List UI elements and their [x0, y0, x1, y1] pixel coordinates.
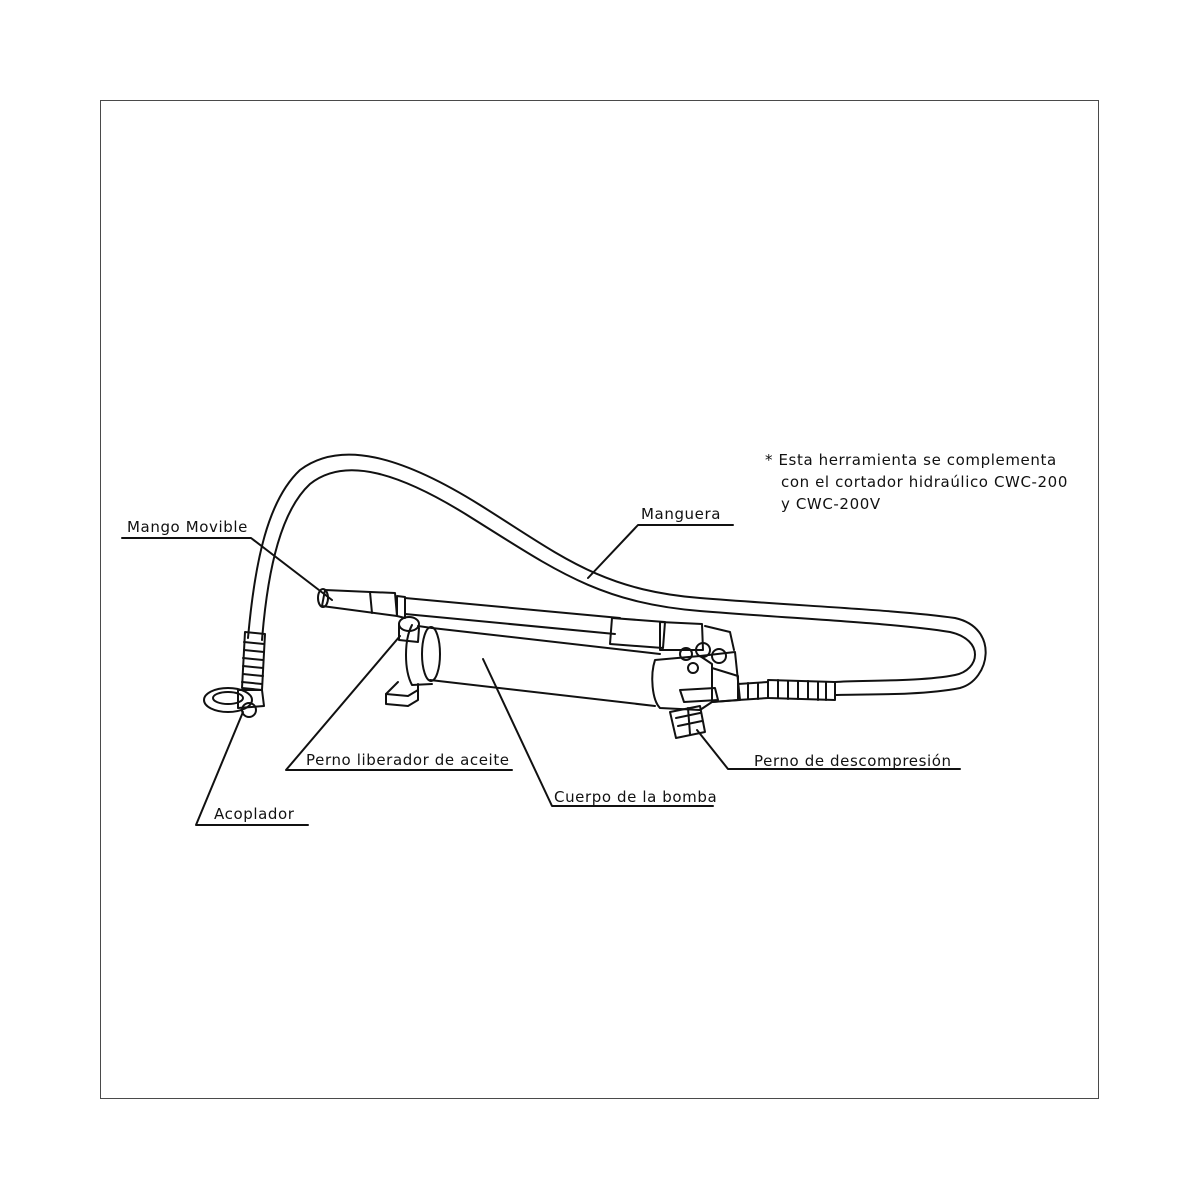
note-line-2: con el cortador hidraúlico CWC-200 — [781, 473, 1068, 491]
pump-head — [651, 621, 741, 739]
label-acoplador: Acoplador — [214, 805, 295, 823]
label-manguera: Manguera — [641, 505, 722, 523]
label-perno-liberador: Perno liberador de aceite — [306, 751, 510, 769]
pump-body — [405, 624, 661, 707]
leader-manguera — [587, 524, 734, 579]
leader-acoplador — [195, 711, 309, 826]
leader-lines — [121, 524, 961, 826]
leader-perno-liberador — [285, 635, 513, 771]
hose-fitting-right — [737, 679, 836, 701]
compatibility-note: * Esta herramienta se complementa con el… — [765, 449, 1068, 515]
label-mango-movible: Mango Movible — [127, 518, 248, 536]
note-line-1: * Esta herramienta se complementa — [765, 451, 1057, 469]
leader-perno-descompresion — [696, 729, 961, 770]
coupler — [203, 687, 265, 718]
note-line-3: y CWC-200V — [781, 495, 881, 513]
leader-cuerpo-bomba — [482, 658, 714, 807]
leader-mango-movible — [121, 537, 333, 601]
diagram-frame — [100, 100, 1099, 1099]
label-cuerpo-bomba: Cuerpo de la bomba — [554, 788, 718, 806]
release-assembly — [385, 616, 420, 707]
hose — [247, 453, 987, 696]
movable-handle — [317, 588, 666, 649]
label-perno-descompresion: Perno de descompresión — [754, 752, 952, 770]
